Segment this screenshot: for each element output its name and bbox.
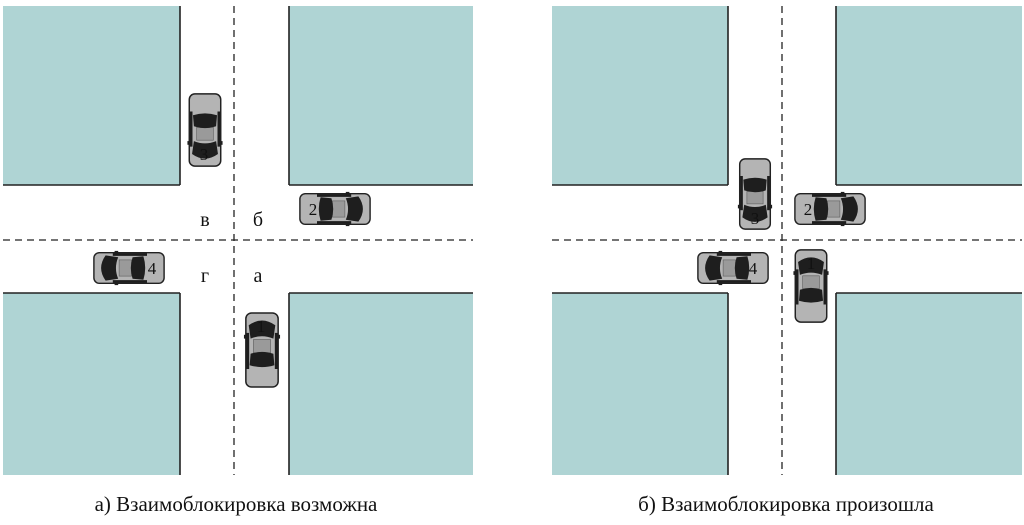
zone-label-a: а <box>254 265 263 287</box>
city-block-top-right <box>289 6 473 185</box>
car-4: 4 <box>698 251 768 285</box>
panel-b: 3 2 4 1 б) Взаимоблокировка произошла <box>552 6 1022 516</box>
city-block-top-right <box>836 6 1022 185</box>
car-3: 3 <box>738 159 772 229</box>
city-block-bottom-left <box>3 293 180 475</box>
car-2-number: 2 <box>309 200 318 219</box>
car-2-number: 2 <box>804 200 813 219</box>
city-block-bottom-right <box>836 293 1022 475</box>
lane-dividers <box>3 6 473 475</box>
road-edges <box>552 6 1022 475</box>
city-block-top-left <box>3 6 180 185</box>
car-4-number: 4 <box>148 259 157 278</box>
car-2: 2 <box>795 192 865 226</box>
car-1-number: 1 <box>257 317 266 336</box>
car-4-number: 4 <box>749 259 758 278</box>
car-3-number: 3 <box>200 145 209 164</box>
zone-label-b: б <box>253 209 263 231</box>
city-block-top-left <box>552 6 728 185</box>
car-1-number: 1 <box>807 254 816 273</box>
car-3-number: 3 <box>751 209 760 228</box>
road-edges <box>3 6 473 475</box>
city-block-bottom-right <box>289 293 473 475</box>
car-1: 1 <box>792 249 830 323</box>
car-4: 4 <box>94 251 164 285</box>
city-block-bottom-left <box>552 293 728 475</box>
zone-label-v: в <box>200 209 209 231</box>
panel-a: в б г а 1 2 3 4 а) Взаимоблокировка возм… <box>3 6 473 516</box>
caption-panel-a: а) Взаимоблокировка возможна <box>95 492 378 516</box>
zone-label-g: г <box>201 265 209 287</box>
car-3: 3 <box>187 94 222 166</box>
car-1: 1 <box>242 312 282 388</box>
lane-dividers <box>552 6 1022 475</box>
car-2: 2 <box>300 192 370 226</box>
caption-panel-b: б) Взаимоблокировка произошла <box>638 492 934 516</box>
